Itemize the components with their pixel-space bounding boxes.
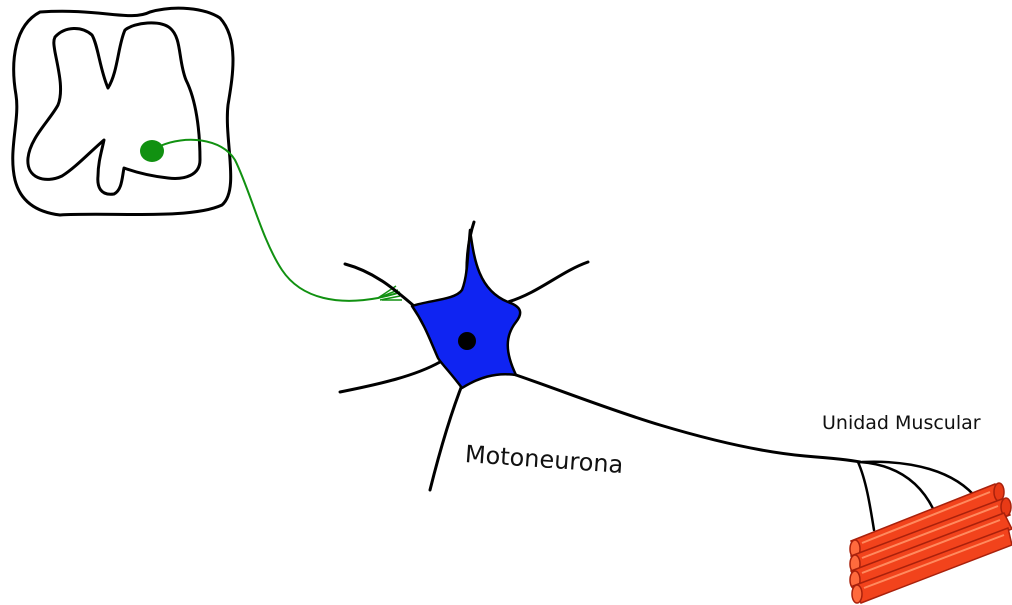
spinal-cord-gray-matter [28, 23, 200, 194]
spinal-neuron-axon [160, 140, 400, 301]
muscle-fiber-bundle [850, 483, 1012, 603]
motoneuron-nucleus [458, 332, 476, 350]
muscle-unit-label: Unidad Muscular [822, 412, 981, 434]
spinal-neuron-soma [140, 140, 164, 162]
